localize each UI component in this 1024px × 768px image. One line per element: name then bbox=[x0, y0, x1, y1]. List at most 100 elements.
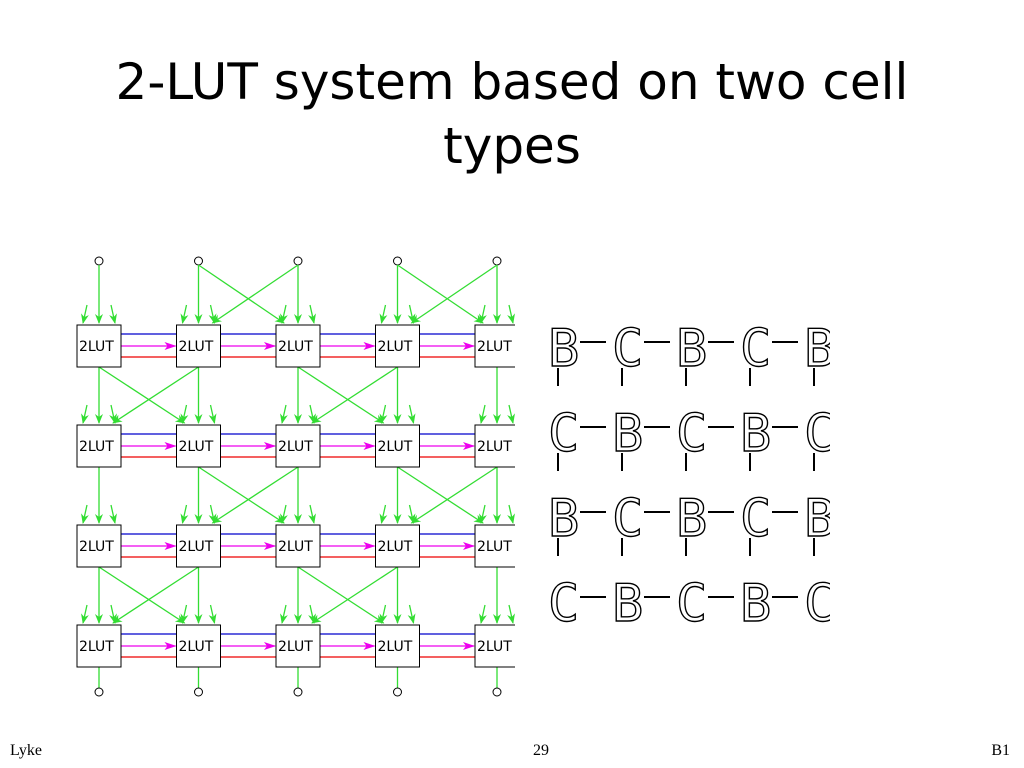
lut-box bbox=[474, 424, 515, 468]
lut-label: 2LUT bbox=[278, 439, 313, 455]
side-arrow bbox=[208, 504, 217, 524]
lut-label: 2LUT bbox=[477, 539, 512, 555]
output-terminal bbox=[194, 687, 203, 697]
side-arrow bbox=[208, 304, 217, 324]
lut-label: 2LUT bbox=[278, 339, 313, 355]
cross-arrow bbox=[311, 566, 398, 624]
lut-label: 2LUT bbox=[278, 539, 313, 555]
lut-box bbox=[176, 524, 221, 568]
cell-type-c: C bbox=[548, 574, 579, 634]
lut-label: 2LUT bbox=[179, 439, 214, 455]
side-arrow bbox=[479, 604, 487, 624]
side-arrow bbox=[280, 604, 288, 624]
lut-label: 2LUT bbox=[179, 539, 214, 555]
side-arrow bbox=[280, 404, 288, 424]
side-arrow bbox=[479, 504, 487, 524]
cell-type-b: B bbox=[548, 489, 579, 549]
side-arrow bbox=[81, 404, 89, 424]
cross-arrow bbox=[211, 466, 299, 524]
side-arrow bbox=[479, 404, 487, 424]
lut-label: 2LUT bbox=[179, 339, 214, 355]
cross-arrow bbox=[98, 566, 186, 624]
cell-type-b: B bbox=[804, 319, 835, 379]
lut-box bbox=[474, 324, 515, 368]
cell-type-c: C bbox=[676, 574, 707, 634]
side-arrow bbox=[507, 304, 515, 324]
cross-arrow bbox=[98, 366, 186, 424]
side-arrow bbox=[507, 404, 515, 424]
lut-label: 2LUT bbox=[477, 339, 512, 355]
lut-box bbox=[76, 324, 122, 368]
side-arrow bbox=[407, 404, 416, 424]
side-arrow bbox=[379, 404, 388, 424]
side-arrow bbox=[208, 604, 217, 624]
footer-page-number: 29 bbox=[533, 742, 549, 759]
cross-arrow bbox=[198, 264, 285, 324]
cell-type-c: C bbox=[740, 489, 771, 549]
side-arrow bbox=[180, 404, 189, 424]
cross-arrow bbox=[211, 264, 299, 324]
side-arrow bbox=[379, 604, 388, 624]
input-terminal bbox=[393, 256, 402, 266]
cell-type-c: C bbox=[804, 574, 835, 634]
lut-box bbox=[474, 624, 515, 668]
cross-arrow bbox=[397, 466, 484, 524]
cell-type-c: C bbox=[804, 404, 835, 464]
cross-arrow bbox=[297, 566, 385, 624]
lut-label: 2LUT bbox=[378, 639, 413, 655]
side-arrow bbox=[81, 304, 89, 324]
side-arrow bbox=[507, 604, 515, 624]
lut-box bbox=[375, 324, 420, 368]
cross-arrow bbox=[410, 466, 498, 524]
lut-label: 2LUT bbox=[477, 439, 512, 455]
cell-type-b: B bbox=[612, 404, 643, 464]
lut-box bbox=[375, 424, 420, 468]
cell-type-b: B bbox=[804, 489, 835, 549]
side-arrow bbox=[81, 604, 89, 624]
side-arrow bbox=[308, 504, 316, 524]
lut-box bbox=[76, 524, 122, 568]
lut-label: 2LUT bbox=[278, 639, 313, 655]
lut-label: 2LUT bbox=[378, 339, 413, 355]
side-arrow bbox=[308, 304, 316, 324]
cell-type-c: C bbox=[612, 489, 643, 549]
cell-type-b: B bbox=[676, 319, 707, 379]
input-terminal bbox=[94, 256, 104, 266]
side-arrow bbox=[109, 304, 117, 324]
cross-arrow bbox=[112, 366, 199, 424]
side-arrow bbox=[308, 604, 316, 624]
lut-label: 2LUT bbox=[79, 639, 114, 655]
lut-box bbox=[375, 624, 420, 668]
side-arrow bbox=[109, 504, 117, 524]
cross-arrow bbox=[410, 264, 498, 324]
lut-label: 2LUT bbox=[79, 539, 114, 555]
lut-box bbox=[275, 324, 321, 368]
cell-type-c: C bbox=[740, 319, 771, 379]
cross-arrow bbox=[198, 466, 285, 524]
lut-grid: 2LUT 2LUT 2LUT 2LUT 2LUT 2LUT 2LUT 2LUT 2LUT 2LUT… bbox=[76, 256, 515, 697]
side-arrow bbox=[280, 304, 288, 324]
lut-box bbox=[275, 624, 321, 668]
cell-type-c: C bbox=[612, 319, 643, 379]
cross-arrow bbox=[112, 566, 199, 624]
cross-arrow bbox=[397, 264, 484, 324]
lut-label: 2LUT bbox=[378, 439, 413, 455]
side-arrow bbox=[379, 504, 388, 524]
cell-type-b: B bbox=[548, 319, 579, 379]
input-terminal bbox=[492, 256, 502, 266]
side-arrow bbox=[180, 304, 189, 324]
input-terminal bbox=[293, 256, 303, 266]
lut-box bbox=[76, 424, 122, 468]
side-arrow bbox=[280, 504, 288, 524]
lut-box bbox=[375, 524, 420, 568]
output-terminal bbox=[492, 687, 502, 697]
side-arrow bbox=[109, 604, 117, 624]
lut-label: 2LUT bbox=[79, 439, 114, 455]
side-arrow bbox=[180, 604, 189, 624]
cell-type-c: C bbox=[548, 404, 579, 464]
lut-label: 2LUT bbox=[179, 639, 214, 655]
slide-title: 2-LUT system based on two cell types bbox=[115, 53, 909, 175]
lut-box bbox=[275, 424, 321, 468]
